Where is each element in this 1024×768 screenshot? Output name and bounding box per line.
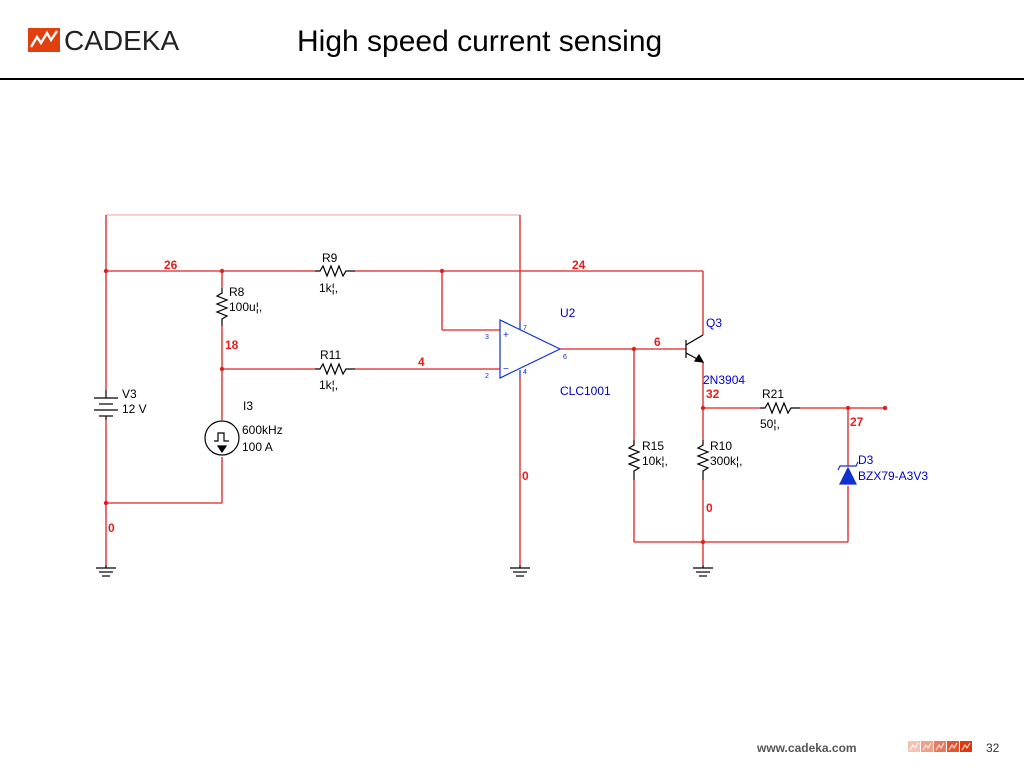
net-4: 4 — [418, 355, 425, 369]
d3-name: D3 — [858, 453, 874, 467]
pin-6: 6 — [563, 354, 567, 361]
net-18: 18 — [225, 338, 239, 352]
pin-numbers: 3 2 7 4 6 + − — [485, 325, 567, 380]
net-24: 24 — [572, 258, 586, 272]
ground-icon-left — [96, 565, 116, 577]
net-26: 26 — [164, 258, 178, 272]
i3-value: 100 A — [242, 440, 273, 454]
net-0-right: 0 — [706, 501, 713, 515]
pin-3: 3 — [485, 334, 489, 341]
r15-resistor-icon — [627, 440, 641, 480]
r8-name: R8 — [229, 285, 245, 299]
net-6: 6 — [654, 335, 661, 349]
r8-resistor-icon — [215, 288, 229, 326]
zener-diode-icon — [837, 461, 859, 485]
u2-name: U2 — [560, 306, 576, 320]
v3-value: 12 V — [122, 402, 147, 416]
net-0-middle: 0 — [522, 469, 529, 483]
components — [94, 264, 859, 577]
wires — [105, 214, 885, 565]
r9-value: 1k¦, — [319, 281, 338, 295]
net-labels: 26 24 18 4 6 32 27 0 0 0 — [108, 258, 864, 535]
r11-name: R11 — [320, 348, 341, 362]
slide-title: High speed current sensing — [297, 25, 663, 58]
r21-name: R21 — [762, 387, 784, 401]
pin-7: 7 — [523, 325, 527, 332]
i3-freq: 600kHz — [242, 423, 283, 437]
component-labels: R9 1k¦, R8 100u¦, R11 1k¦, V3 12 V I3 60… — [122, 251, 928, 483]
battery-icon — [94, 390, 118, 420]
plus-sign: + — [503, 330, 509, 341]
header-divider — [0, 78, 1024, 80]
r11-resistor-icon — [315, 362, 355, 376]
r8-value: 100u¦, — [229, 300, 262, 314]
ground-icon-right — [693, 565, 713, 577]
current-source-icon — [204, 420, 240, 456]
junction-dots — [103, 268, 888, 545]
transistor-icon — [685, 334, 705, 363]
r9-resistor-icon — [315, 264, 355, 278]
r21-value: 50¦, — [760, 417, 780, 431]
page-number: 32 — [986, 741, 1000, 755]
q3-name: Q3 — [706, 316, 722, 330]
footer-logo-marks-icon — [908, 741, 972, 752]
net-32: 32 — [706, 387, 720, 401]
r15-value: 10k¦, — [642, 454, 668, 468]
pin-4: 4 — [523, 369, 527, 376]
net-0-left: 0 — [108, 521, 115, 535]
q3-part: 2N3904 — [703, 373, 745, 387]
footer-url: www.cadeka.com — [757, 741, 857, 755]
r10-value: 300k¦, — [710, 454, 742, 468]
i3-name: I3 — [243, 399, 253, 413]
r11-value: 1k¦, — [319, 378, 338, 392]
minus-sign: − — [503, 364, 509, 375]
r15-name: R15 — [642, 439, 664, 453]
net-27: 27 — [850, 415, 864, 429]
cadeka-logo-icon — [28, 28, 60, 52]
opamp-icon — [499, 319, 562, 379]
r10-resistor-icon — [696, 440, 710, 480]
pin-2: 2 — [485, 373, 489, 380]
d3-part: BZX79-A3V3 — [858, 469, 928, 483]
u2-part: CLC1001 — [560, 384, 611, 398]
ground-icon-middle — [510, 565, 530, 577]
r9-name: R9 — [322, 251, 338, 265]
r21-resistor-icon — [760, 401, 800, 415]
logo-text: CADEKA — [64, 25, 180, 56]
v3-name: V3 — [122, 387, 137, 401]
r10-name: R10 — [710, 439, 732, 453]
